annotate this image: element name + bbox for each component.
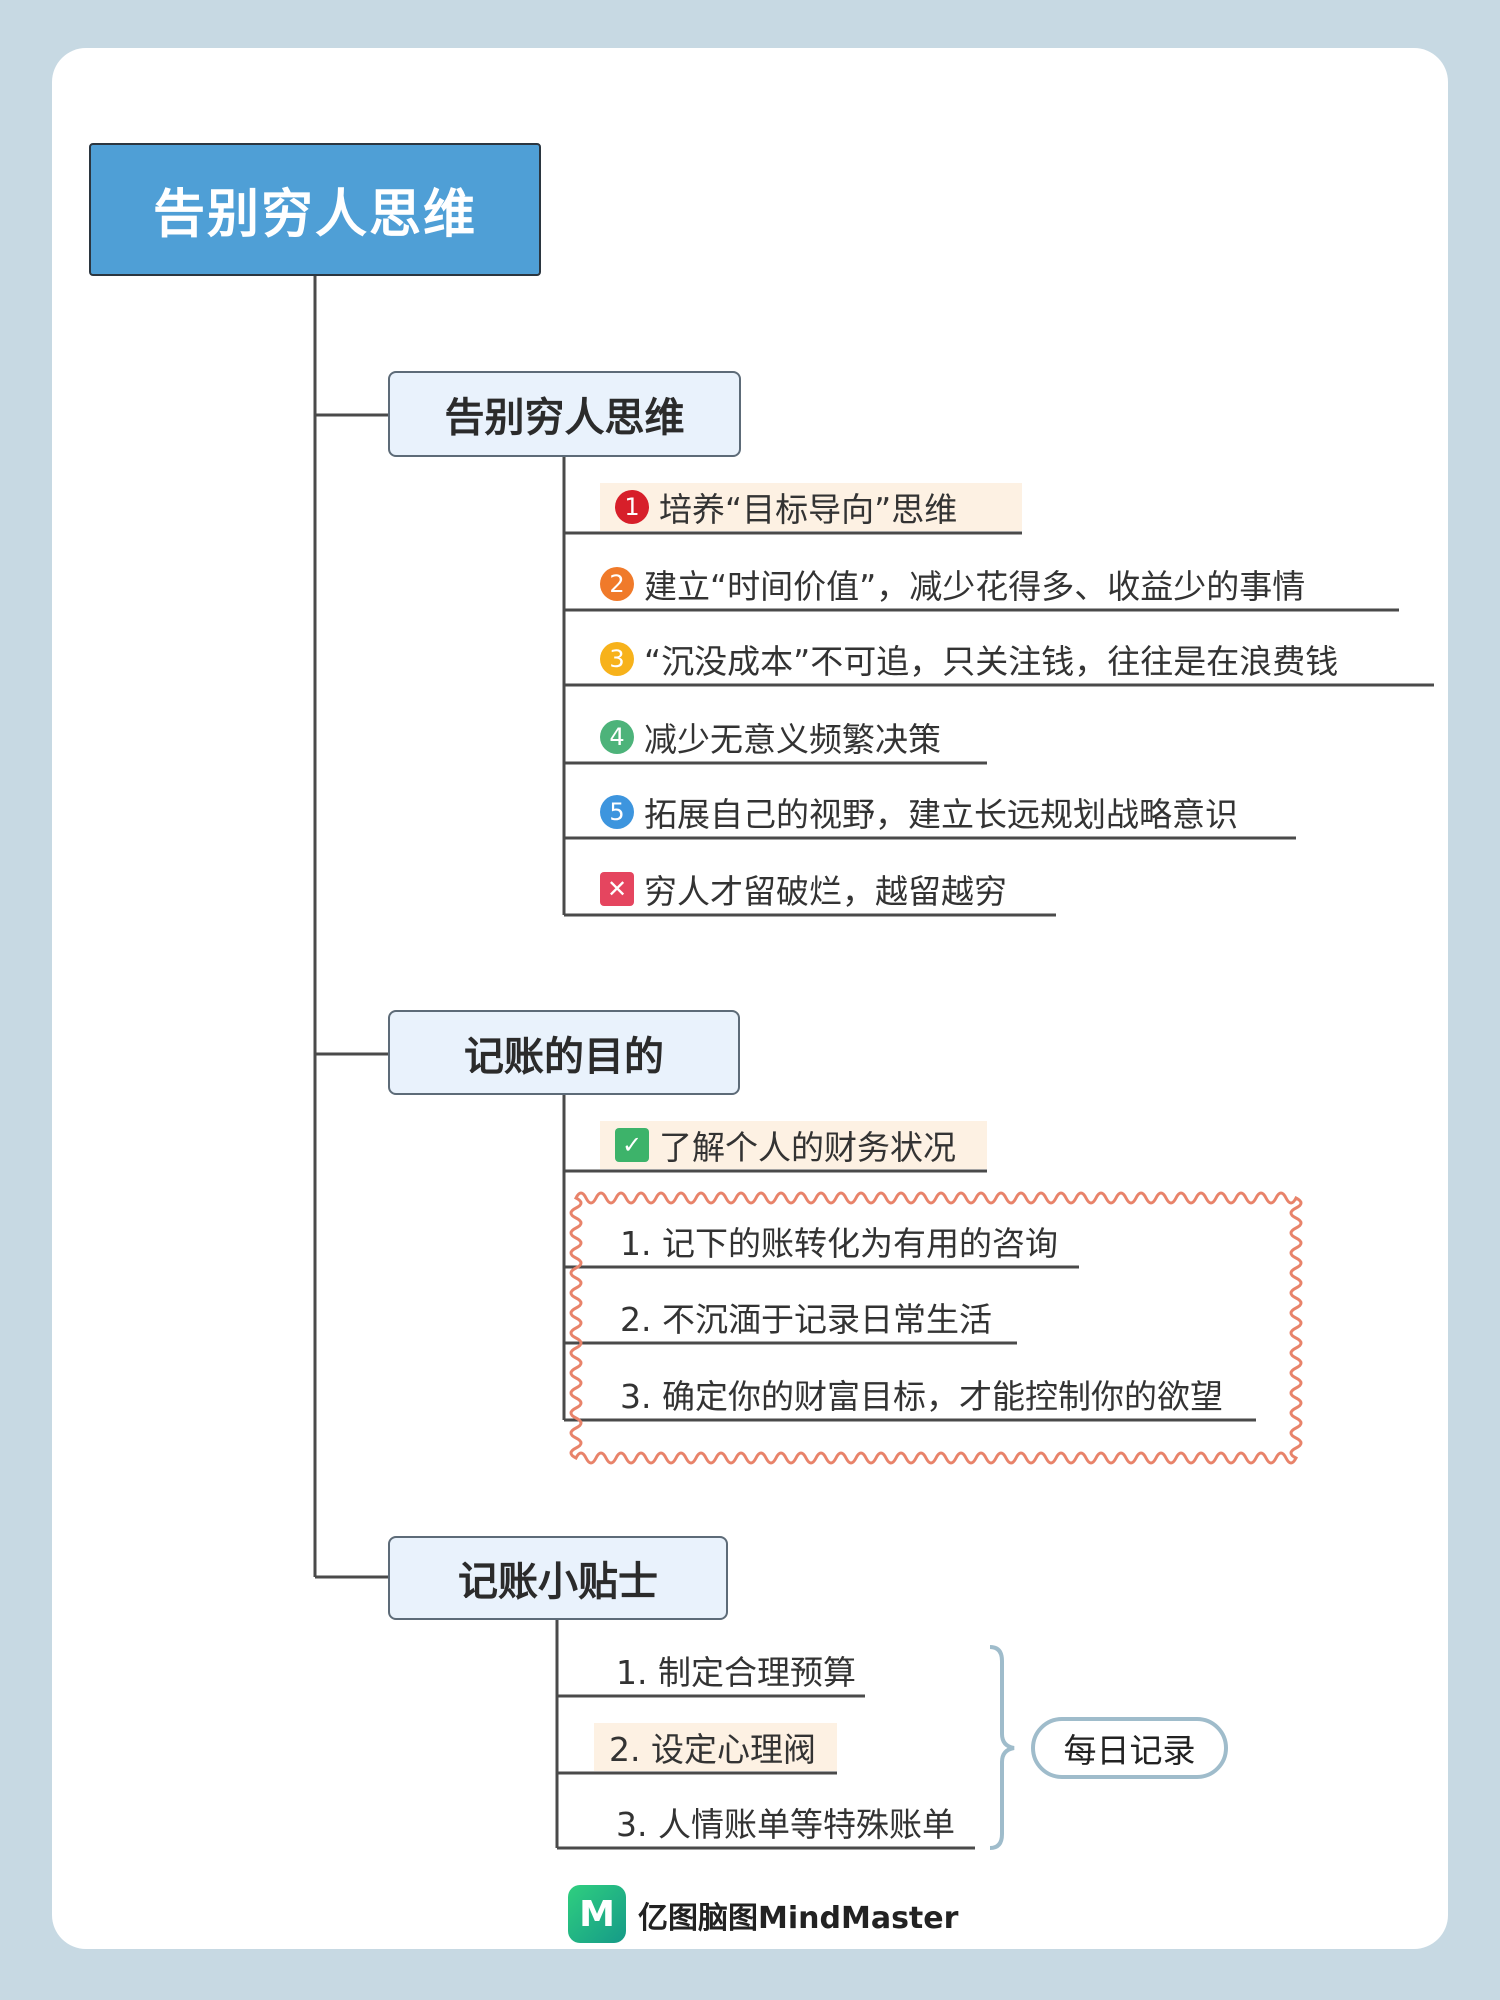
subtopic-label: 拓展自己的视野，建立长远规划战略意识 (644, 795, 1238, 834)
subtopic-label: 3. 确定你的财富目标，才能控制你的欲望 (620, 1377, 1223, 1416)
branch-topic[interactable]: 记账的目的 (388, 1010, 740, 1095)
number-5-icon: 5 (600, 795, 634, 829)
number-1-icon: 1 (615, 490, 649, 524)
subtopic-label: 2. 不沉湎于记录日常生活 (620, 1300, 992, 1339)
subtopic-label: 培养“目标导向”思维 (659, 490, 958, 529)
subtopic-item[interactable]: 3. 确定你的财富目标，才能控制你的欲望 (620, 1370, 1223, 1418)
cross-icon: ✕ (600, 872, 634, 906)
card (52, 48, 1448, 1949)
callout-daily-record[interactable]: 每日记录 (1031, 1717, 1228, 1779)
subtopic-item[interactable]: ✓ 了解个人的财务状况 (600, 1121, 987, 1169)
root-topic[interactable]: 告别穷人思维 (89, 143, 541, 276)
brand-name: 亿图脑图MindMaster (638, 1901, 959, 1936)
subtopic-item[interactable]: 5 拓展自己的视野，建立长远规划战略意识 (600, 788, 1238, 836)
subtopic-label: 2. 设定心理阀 (609, 1730, 816, 1769)
number-4-icon: 4 (600, 720, 634, 754)
subtopic-label: 3. 人情账单等特殊账单 (616, 1805, 955, 1844)
subtopic-item[interactable]: 4 减少无意义频繁决策 (600, 713, 941, 761)
subtopic-label: 建立“时间价值”，减少花得多、收益少的事情 (644, 567, 1306, 606)
subtopic-label: 1. 制定合理预算 (616, 1653, 856, 1692)
subtopic-item[interactable]: 3. 人情账单等特殊账单 (616, 1798, 955, 1846)
subtopic-label: 减少无意义频繁决策 (644, 720, 941, 759)
wavy-boundary (569, 1191, 1303, 1465)
subtopic-item[interactable]: 1. 制定合理预算 (616, 1646, 856, 1694)
subtopic-item[interactable]: 2. 设定心理阀 (594, 1723, 837, 1771)
subtopic-item[interactable]: ✕ 穷人才留破烂，越留越穷 (600, 865, 1007, 913)
subtopic-item[interactable]: 2. 不沉湎于记录日常生活 (620, 1293, 992, 1341)
number-3-icon: 3 (600, 642, 634, 676)
subtopic-label: 穷人才留破烂，越留越穷 (644, 872, 1007, 911)
branch-topic[interactable]: 告别穷人思维 (388, 371, 741, 457)
subtopic-item[interactable]: 1 培养“目标导向”思维 (600, 483, 1022, 531)
subtopic-label: “沉没成本”不可追，只关注钱，往往是在浪费钱 (644, 642, 1339, 681)
branch-topic[interactable]: 记账小贴士 (388, 1536, 728, 1620)
subtopic-item[interactable]: 3 “沉没成本”不可追，只关注钱，往往是在浪费钱 (600, 635, 1338, 683)
subtopic-label: 1. 记下的账转化为有用的咨询 (620, 1224, 1058, 1263)
subtopic-item[interactable]: 2 建立“时间价值”，减少花得多、收益少的事情 (600, 560, 1305, 608)
mindmaster-logo-icon: M (568, 1885, 626, 1943)
number-2-icon: 2 (600, 567, 634, 601)
checkmark-icon: ✓ (615, 1128, 649, 1162)
subtopic-label: 了解个人的财务状况 (659, 1128, 956, 1167)
subtopic-item[interactable]: 1. 记下的账转化为有用的咨询 (620, 1217, 1058, 1265)
